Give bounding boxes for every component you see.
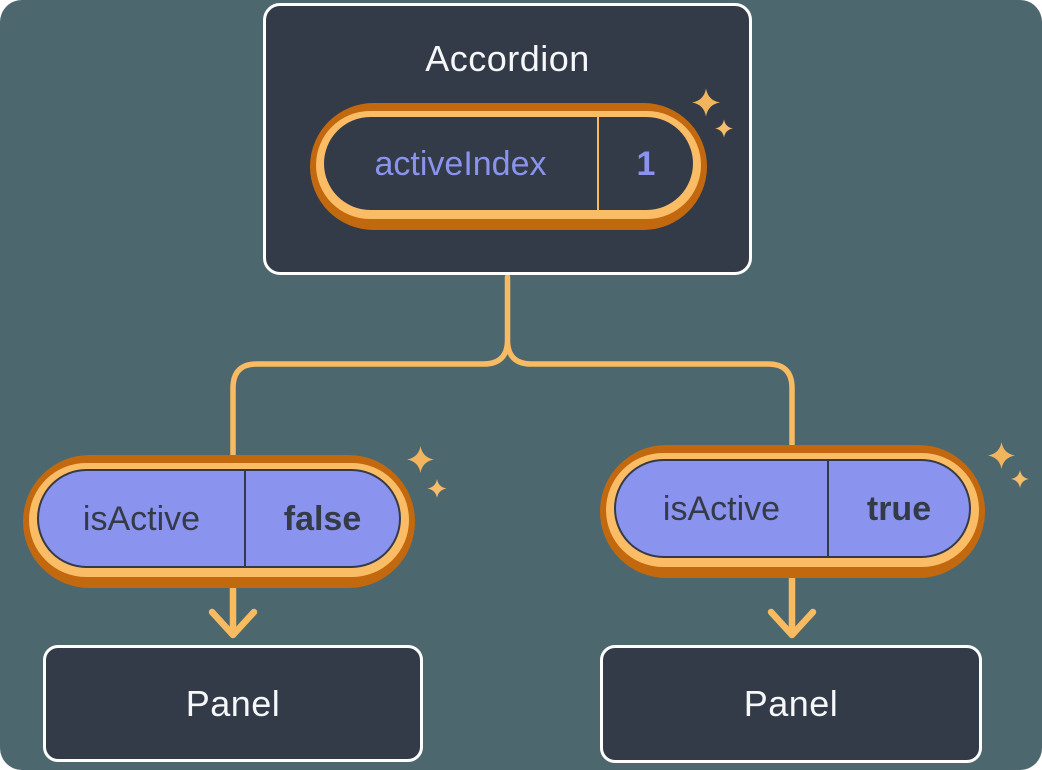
sparkle-icon [407, 446, 434, 473]
sparkle-icon [988, 442, 1015, 469]
panel-box-left: Panel [43, 645, 423, 762]
arrow-right-head [767, 608, 817, 639]
panel-label: Panel [185, 682, 281, 724]
arrow-left-head [208, 608, 258, 639]
accordion-title: Accordion [425, 38, 590, 79]
sparkle-icon [715, 119, 733, 138]
prop-pill-left-ring: isActive false [29, 463, 409, 577]
tree-connector [230, 274, 795, 461]
prop-value: false [283, 499, 362, 538]
sparkle-icon [692, 88, 720, 117]
prop-key: isActive [662, 489, 781, 528]
prop-key: isActive [82, 499, 201, 538]
prop-pill-left: isActive false [23, 455, 415, 588]
state-value: 1 [636, 144, 656, 183]
pill-divider [597, 117, 599, 210]
state-pill-ring: activeIndex 1 [316, 111, 701, 219]
state-key: activeIndex [374, 144, 547, 183]
sparkle-icon [427, 479, 447, 498]
panel-box-right: Panel [600, 645, 982, 763]
prop-pill-right-ring: isActive true [606, 453, 979, 567]
sparkle-icon [1011, 470, 1029, 488]
state-pill: activeIndex 1 [310, 103, 707, 230]
prop-value: true [866, 489, 932, 528]
pill-divider [244, 471, 246, 566]
pill-divider [827, 461, 829, 556]
prop-pill-right: isActive true [600, 445, 985, 578]
panel-label: Panel [743, 683, 839, 724]
